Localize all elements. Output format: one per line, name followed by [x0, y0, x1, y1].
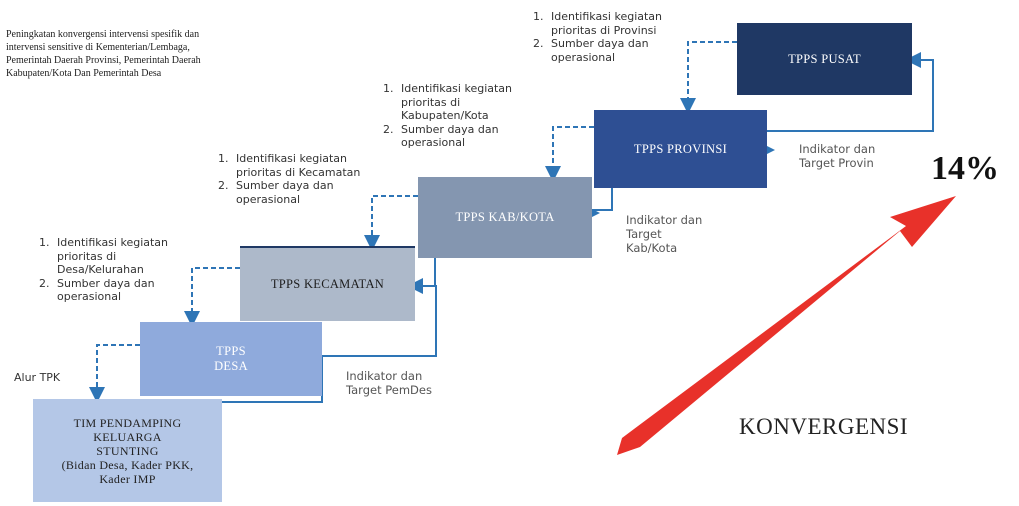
indikator-pemdes: Indikator dan Target PemDes: [346, 369, 432, 397]
list-item: 1.Identifikasi kegiatan prioritas di Kab…: [383, 82, 513, 122]
konvergensi-red-arrow: [617, 196, 956, 455]
dashed-down-arrows: [89, 41, 737, 403]
tpps-kecamatan-box: TPPS KECAMATAN: [240, 246, 415, 321]
tpps-pusat-label: TPPS PUSAT: [788, 51, 861, 66]
list-item: 2.Sumber daya dan operasional: [218, 179, 334, 206]
list-item: 1.Identifikasi kegiatan prioritas di Des…: [39, 236, 169, 276]
tim-pendamping-label: TIM PENDAMPING KELUARGA STUNTING (Bidan …: [61, 415, 194, 486]
indikator-kabkota: Indikator dan Target Kab/Kota: [626, 213, 703, 255]
tpps-desa-label: TPPS DESA: [214, 344, 248, 373]
list-kecamatan: 1.Identifikasi kegiatan prioritas di Kec…: [218, 152, 363, 206]
tpps-kabkota-label: TPPS KAB/KOTA: [455, 210, 555, 224]
tpps-pusat-box: TPPS PUSAT: [737, 23, 912, 95]
tpps-kecamatan-label: TPPS KECAMATAN: [270, 277, 385, 291]
list-item: 2.Sumber daya dan operasional: [533, 37, 649, 64]
tim-pendamping-box: TIM PENDAMPING KELUARGA STUNTING (Bidan …: [33, 399, 222, 502]
intro-note: Peningkatan konvergensi intervensi spesi…: [6, 29, 201, 79]
tpps-provinsi-box: TPPS PROVINSI: [594, 110, 767, 188]
tpps-kabkota-box: TPPS KAB/KOTA: [418, 177, 592, 258]
list-provinsi: 1.Identifikasi kegiatan prioritas di Pro…: [533, 10, 663, 64]
tpps-provinsi-label: TPPS PROVINSI: [633, 141, 728, 156]
percentage-value: 14%: [931, 150, 999, 187]
list-kabkota: 1.Identifikasi kegiatan prioritas di Kab…: [383, 82, 533, 150]
list-item: 2.Sumber daya dan operasional: [39, 276, 155, 304]
list-item: 2.Sumber daya dan operasional: [383, 122, 499, 150]
indikator-provinsi: Indikator dan Target Provin: [799, 142, 876, 170]
list-item: 1.Identifikasi kegiatan prioritas di Pro…: [533, 10, 663, 37]
list-item: 1.Identifikasi kegiatan prioritas di Kec…: [218, 152, 361, 179]
list-desa: 1.Identifikasi kegiatan prioritas di Des…: [39, 236, 194, 304]
alur-tpk-label: Alur TPK: [14, 371, 61, 384]
tpps-desa-box: TPPS DESA: [140, 322, 322, 396]
konvergensi-label: KONVERGENSI: [739, 414, 909, 439]
